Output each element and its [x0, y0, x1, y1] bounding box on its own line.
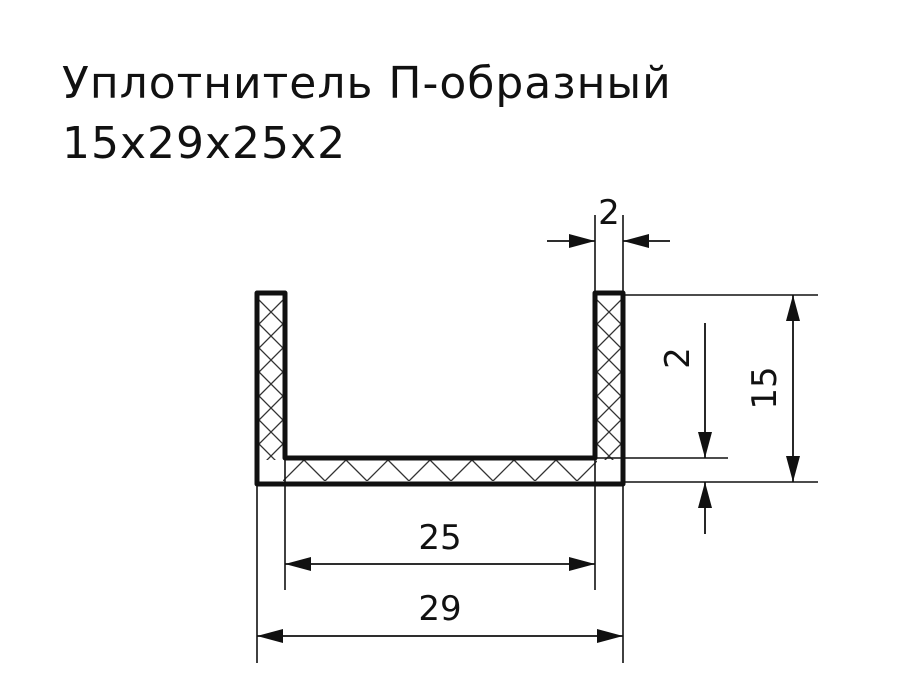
- section-hatching: [259, 299, 621, 481]
- hatch-right-wall: [597, 299, 621, 460]
- hatch-left-wall: [259, 299, 283, 460]
- dim-wall-thickness: 2: [598, 193, 620, 233]
- dim-height: 15: [745, 366, 785, 409]
- hatch-base: [283, 460, 597, 481]
- title-line-1: Уплотнитель П-образный: [62, 58, 672, 109]
- extension-lines: [256, 215, 818, 663]
- dim-base-thickness: 2: [658, 347, 698, 369]
- profile-outline: [254, 290, 626, 487]
- title-line-2: 15x29x25x2: [62, 118, 347, 169]
- dimension-lines: [257, 234, 800, 643]
- dim-inner-width: 25: [418, 518, 461, 558]
- dim-outer-width: 29: [418, 589, 461, 629]
